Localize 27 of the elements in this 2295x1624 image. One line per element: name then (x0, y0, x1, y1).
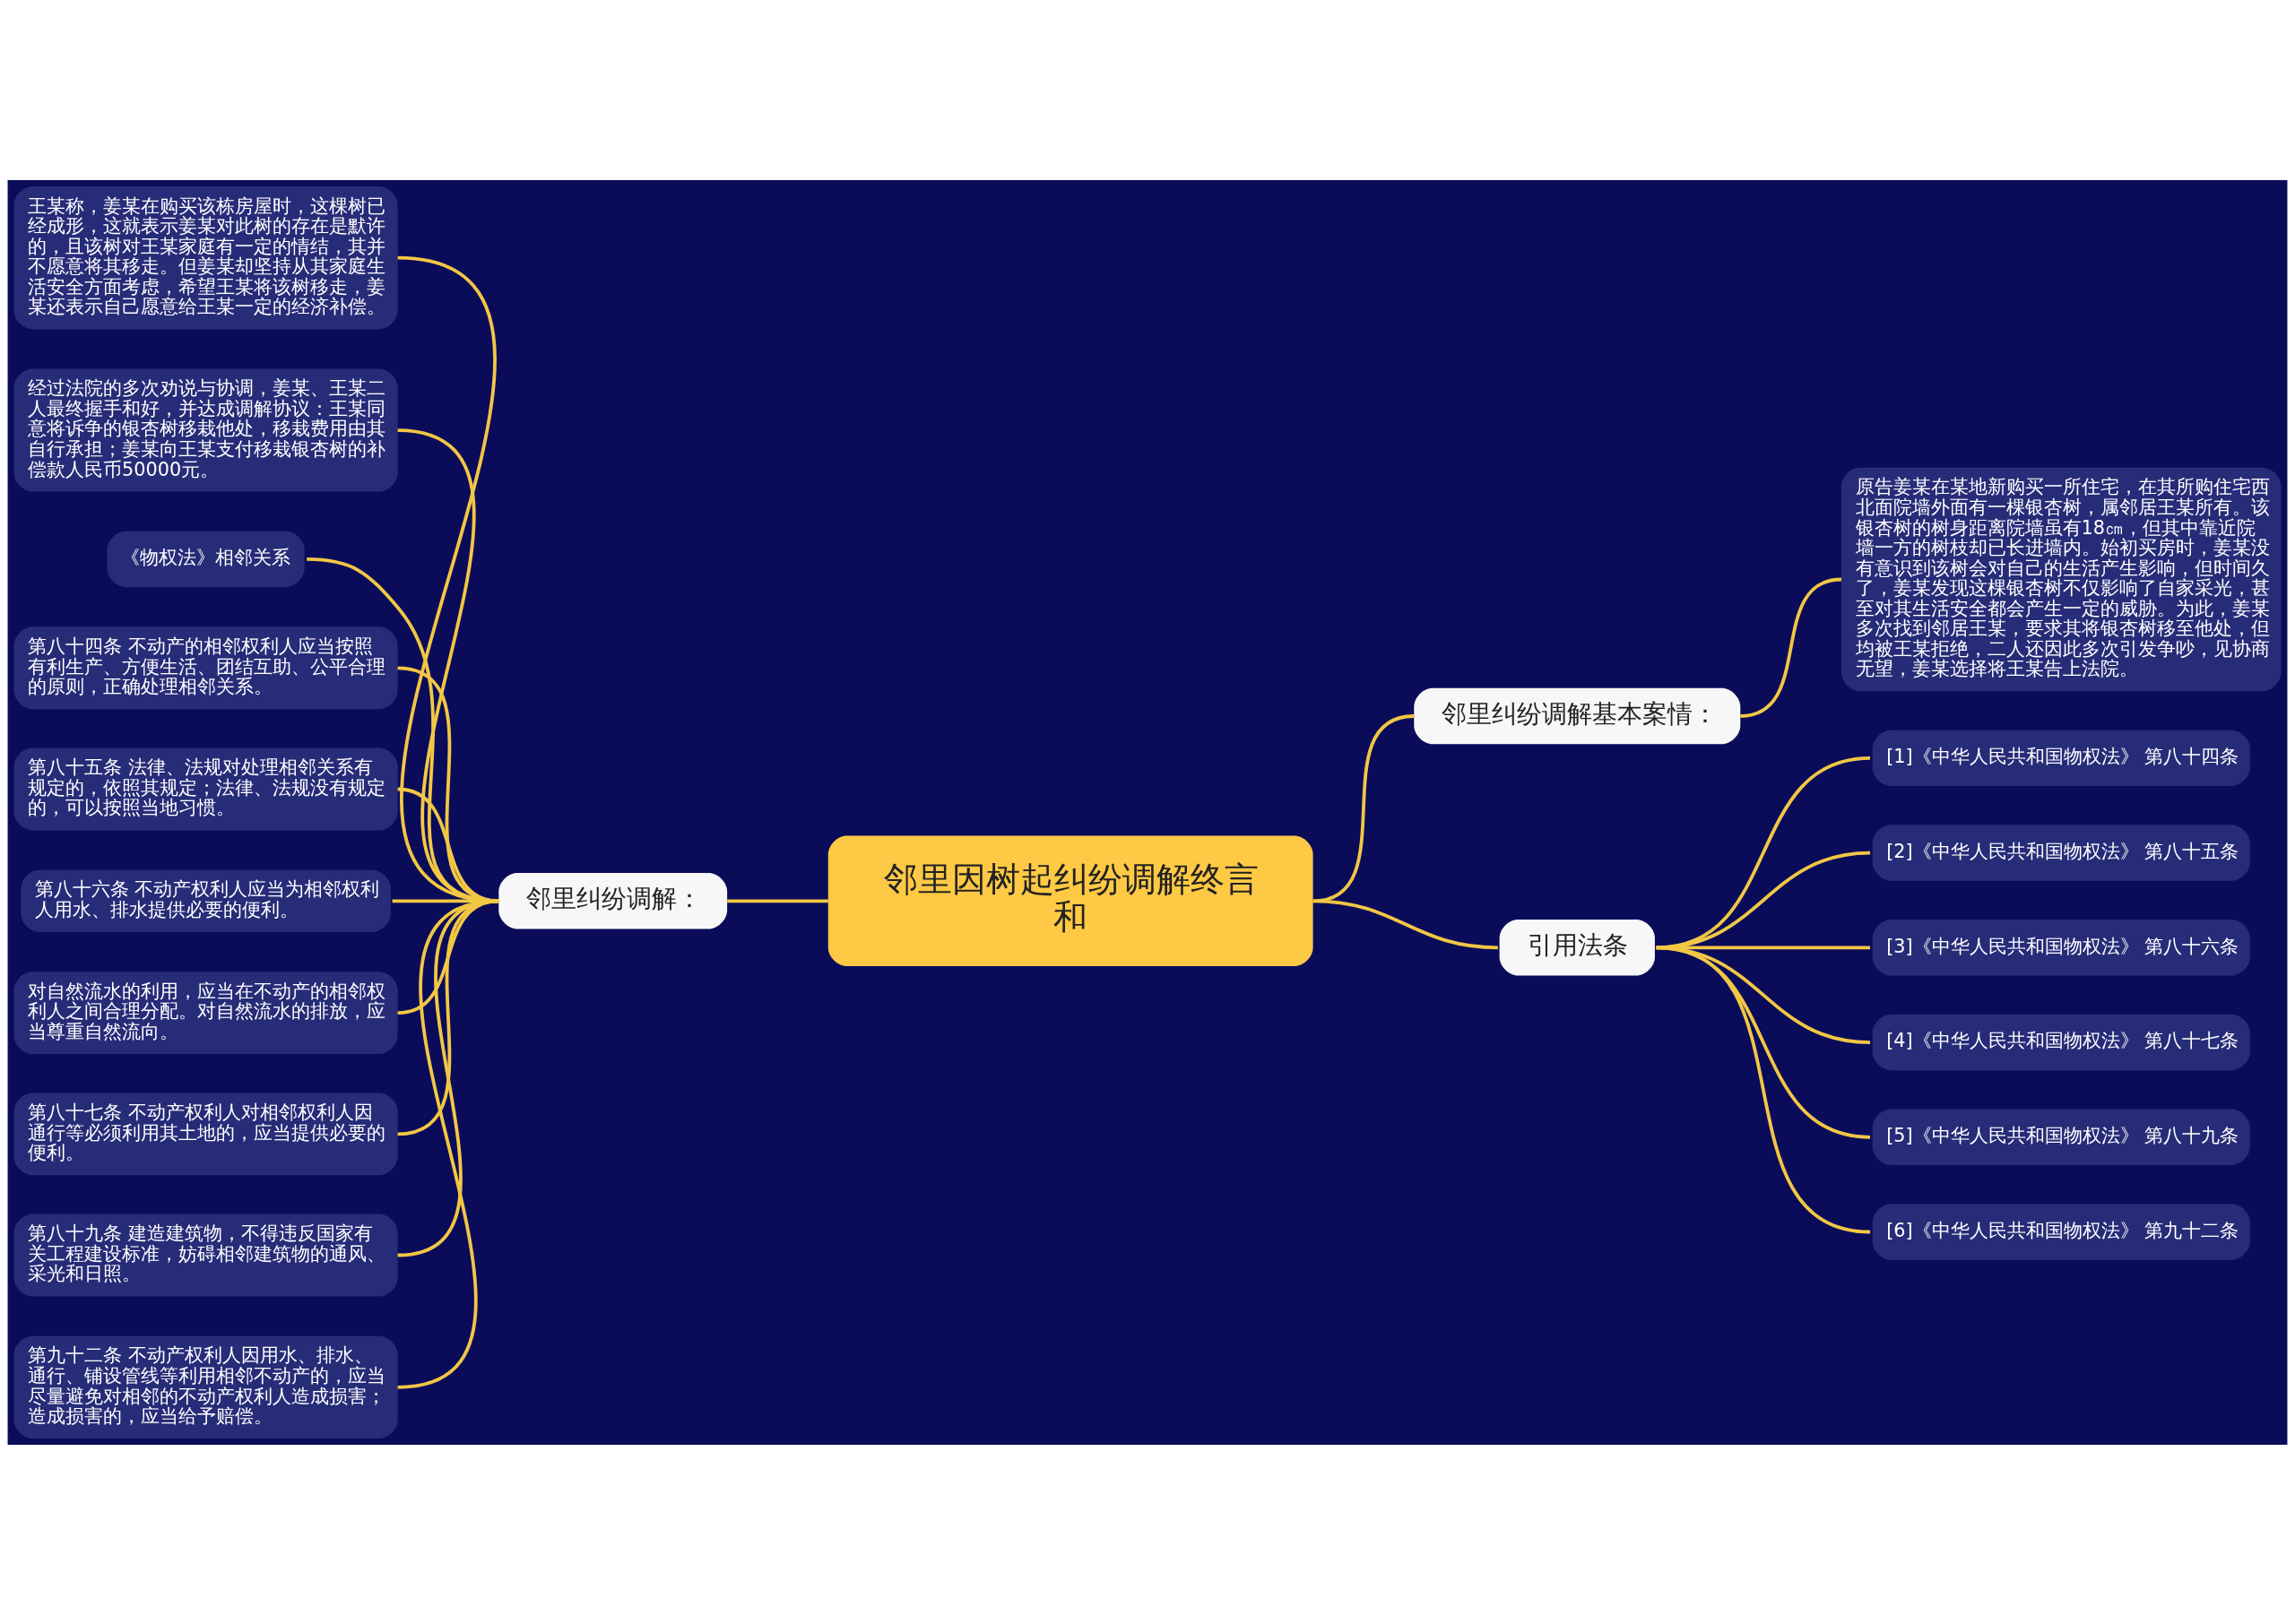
node-box: 王某称，姜某在购买该栋房屋时，这棵树已经成形，这就表示姜某对此树的存在是默许的，且该树对王某家庭有一定的情结，其并不愿意将其移走。但姜某却坚持从其家庭生活安全方面考虑，希望王某将该树移走，姜某还表示自己愿意给王某一定的经济补偿。 (13, 186, 398, 329)
node-box: 邻里纠纷调解： (498, 872, 728, 929)
node-box: 第八十九条 建造建筑物，不得违反国家有关工程建设标准，妨碍相邻建筑物的通风、采光和日照。 (13, 1214, 398, 1296)
connector (1656, 945, 1871, 1233)
node-box: 邻里纠纷调解基本案情： (1414, 687, 1741, 744)
node-box: 经过法院的多次劝说与协调，姜某、王某二人最终握手和好，并达成调解协议：王某同意将诉争的银杏树移栽他处，移栽费用由其自行承担；姜某向王某支付移栽银杏树的补偿款人民币50000元。 (13, 368, 398, 492)
node-box: 第九十二条 不动产权利人因用水、排水、通行、铺设管线等利用相邻不动产的，应当尽量避免对相邻的不动产权利人造成损害；造成损害的，应当给予赔偿。 (13, 1335, 398, 1438)
node-box: 第八十七条 不动产权利人对相邻权利人因通行等必须利用其土地的，应当提供必要的便利。 (13, 1092, 398, 1175)
node-box: 引用法条 (1499, 919, 1655, 975)
node-box: 原告姜某在某地新购买一所住宅，在其所购住宅西北面院墙外面有一棵银杏树，属邻居王某所有。该银杏树的树身距离院墙虽有18㎝，但其中靠近院墙一方的树枝却已长进墙内。始初买房时，姜某没有意识到该树会对自己的生活产生影响，但时间久了，姜某发现这棵银杏树不仅影响了自家采光，甚至对其生活安全都会产生一定的威胁。为此，姜某多次找到邻居王某，要求其将银杏树移至他处，但均被王某拒绝，二人还因此多次引发争吵，见协商无望，姜某选择将王某告上法院。 (1840, 467, 2282, 691)
node-box: [1]《中华人民共和国物权法》 第八十四条 (1872, 730, 2250, 786)
node-box: [5]《中华人民共和国物权法》 第八十九条 (1872, 1109, 2250, 1165)
node-box: 邻里因树起纠纷调解终言和 (827, 835, 1313, 966)
connector (727, 898, 828, 903)
connector (1740, 577, 1842, 718)
node-box: [4]《中华人民共和国物权法》 第八十七条 (1872, 1014, 2250, 1070)
node-box: 第八十六条 不动产权利人应当为相邻权利人用水、排水提供必要的便利。 (21, 869, 391, 932)
connector (397, 898, 499, 1257)
node-box: 第八十五条 法律、法规对处理相邻关系有规定的，依照其规定；法律、法规没有规定的，可以按照当地习惯。 (13, 747, 398, 830)
connector (1312, 898, 1498, 949)
node-box: [3]《中华人民共和国物权法》 第八十六条 (1872, 919, 2250, 975)
node-box: [6]《中华人民共和国物权法》 第九十二条 (1872, 1203, 2250, 1260)
connector (397, 898, 499, 1389)
node-box: 第八十四条 不动产的相邻权利人应当按照有利生产、方便生活、团结互助、公平合理的原则，正确处理相邻关系。 (13, 626, 398, 709)
node-box: 对自然流水的利用，应当在不动产的相邻权利人之间合理分配。对自然流水的排放，应当尊重自然流向。 (13, 971, 398, 1054)
node-box: 《物权法》相邻关系 (107, 531, 305, 587)
node-box: [2]《中华人民共和国物权法》 第八十五条 (1872, 824, 2250, 881)
